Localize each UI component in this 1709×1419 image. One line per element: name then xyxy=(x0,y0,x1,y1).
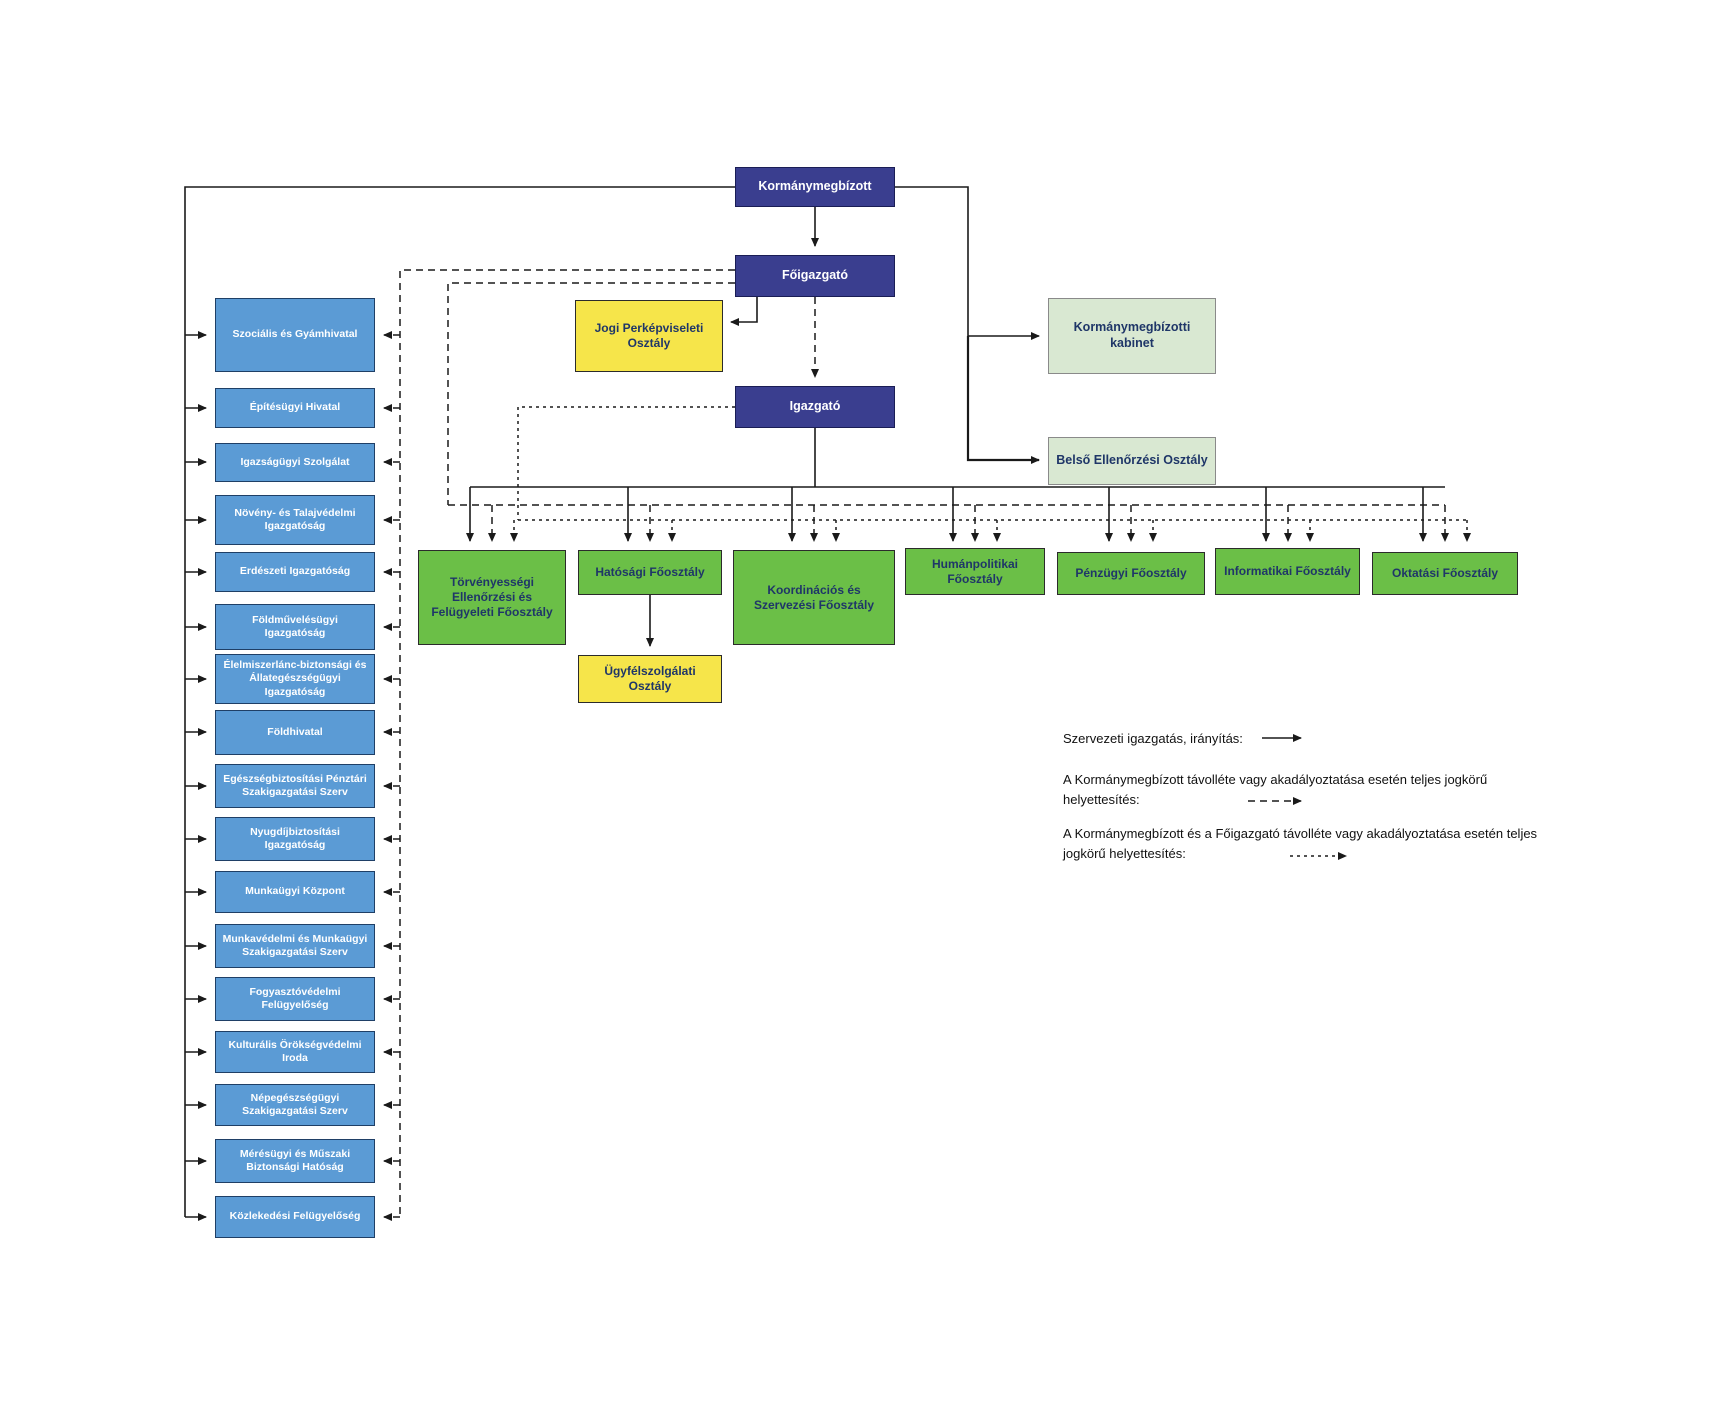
node-fooosztaly: Törvényességi Ellenőrzési és Felügyeleti… xyxy=(418,550,566,645)
legend-solid-label: Szervezeti igazgatás, irányítás: xyxy=(1063,731,1243,746)
node-fooosztaly: Humánpolitikai Főosztály xyxy=(905,548,1045,595)
node-fooosztaly: Oktatási Főosztály xyxy=(1372,552,1518,595)
org-unit-box: Földhivatal xyxy=(215,710,375,755)
node-kabinet: Kormánymegbízotti kabinet xyxy=(1048,298,1216,374)
org-unit-box: Kulturális Örökségvédelmi Iroda xyxy=(215,1031,375,1073)
node-jogi-osztaly: Jogi Perképviseleti Osztály xyxy=(575,300,723,372)
org-unit-box: Szociális és Gyámhivatal xyxy=(215,298,375,372)
node-fooosztaly: Pénzügyi Főosztály xyxy=(1057,552,1205,595)
node-fooosztaly: Hatósági Főosztály xyxy=(578,550,722,595)
node-kormanymegbizott: Kormánymegbízott xyxy=(735,167,895,207)
org-unit-box: Egészségbiztosítási Pénztári Szakigazgat… xyxy=(215,764,375,808)
legend-dashed-label: A Kormánymegbízott távolléte vagy akadál… xyxy=(1063,772,1488,808)
node-igazgato: Igazgató xyxy=(735,386,895,428)
org-unit-box: Mérésügyi és Műszaki Biztonsági Hatóság xyxy=(215,1139,375,1183)
node-fooosztaly: Informatikai Főosztály xyxy=(1215,548,1360,595)
node-belso-ellenorzes: Belső Ellenőrzési Osztály xyxy=(1048,437,1216,485)
legend-dotted-label: A Kormánymegbízott és a Főigazgató távol… xyxy=(1063,826,1538,862)
org-unit-box: Földművelésügyi Igazgatóság xyxy=(215,604,375,650)
org-unit-box: Munkavédelmi és Munkaügyi Szakigazgatási… xyxy=(215,924,375,968)
org-unit-box: Fogyasztóvédelmi Felügyelőség xyxy=(215,977,375,1021)
org-unit-box: Munkaügyi Központ xyxy=(215,871,375,913)
org-unit-box: Igazságügyi Szolgálat xyxy=(215,443,375,482)
org-unit-box: Élelmiszerlánc-biztonsági és Állategészs… xyxy=(215,654,375,704)
org-unit-box: Erdészeti Igazgatóság xyxy=(215,552,375,592)
node-ugyfelszolgalat: Ügyfélszolgálati Osztály xyxy=(578,655,722,703)
org-unit-box: Építésügyi Hivatal xyxy=(215,388,375,428)
org-unit-box: Közlekedési Felügyelőség xyxy=(215,1196,375,1238)
node-foigazgato: Főigazgató xyxy=(735,255,895,297)
org-unit-box: Nyugdíjbiztosítási Igazgatóság xyxy=(215,817,375,861)
org-unit-box: Népegészségügyi Szakigazgatási Szerv xyxy=(215,1084,375,1126)
org-unit-box: Növény- és Talajvédelmi Igazgatóság xyxy=(215,495,375,545)
node-fooosztaly: Koordinációs és Szervezési Főosztály xyxy=(733,550,895,645)
